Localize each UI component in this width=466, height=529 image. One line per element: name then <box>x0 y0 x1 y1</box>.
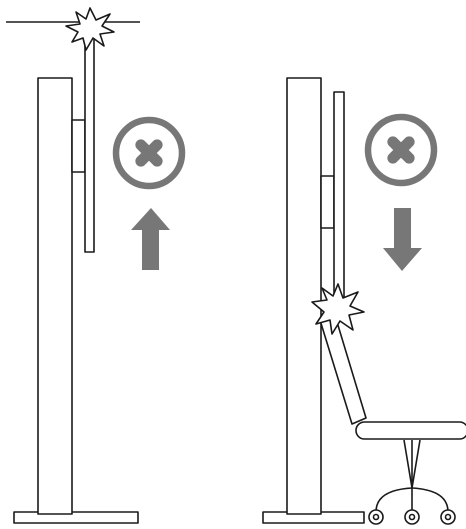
bracket-right <box>320 175 335 229</box>
prohibited-icon <box>364 113 438 187</box>
arrow-down-icon <box>383 208 422 271</box>
arrow-up-icon <box>131 208 170 270</box>
prohibited-icon <box>112 116 186 190</box>
scene-left-raising-into-ceiling <box>6 7 186 524</box>
bracket-left <box>71 119 86 173</box>
column-right <box>286 77 322 515</box>
impact-burst-icon <box>311 283 365 335</box>
chair-seat <box>355 421 466 440</box>
column-left <box>37 77 73 515</box>
office-chair <box>319 311 466 525</box>
impact-burst-icon <box>65 7 115 51</box>
chair-backrest <box>319 311 367 425</box>
scene-right-lowering-into-chair <box>262 77 466 525</box>
monitor-panel-left <box>84 29 95 253</box>
base-plate-left <box>13 511 139 524</box>
